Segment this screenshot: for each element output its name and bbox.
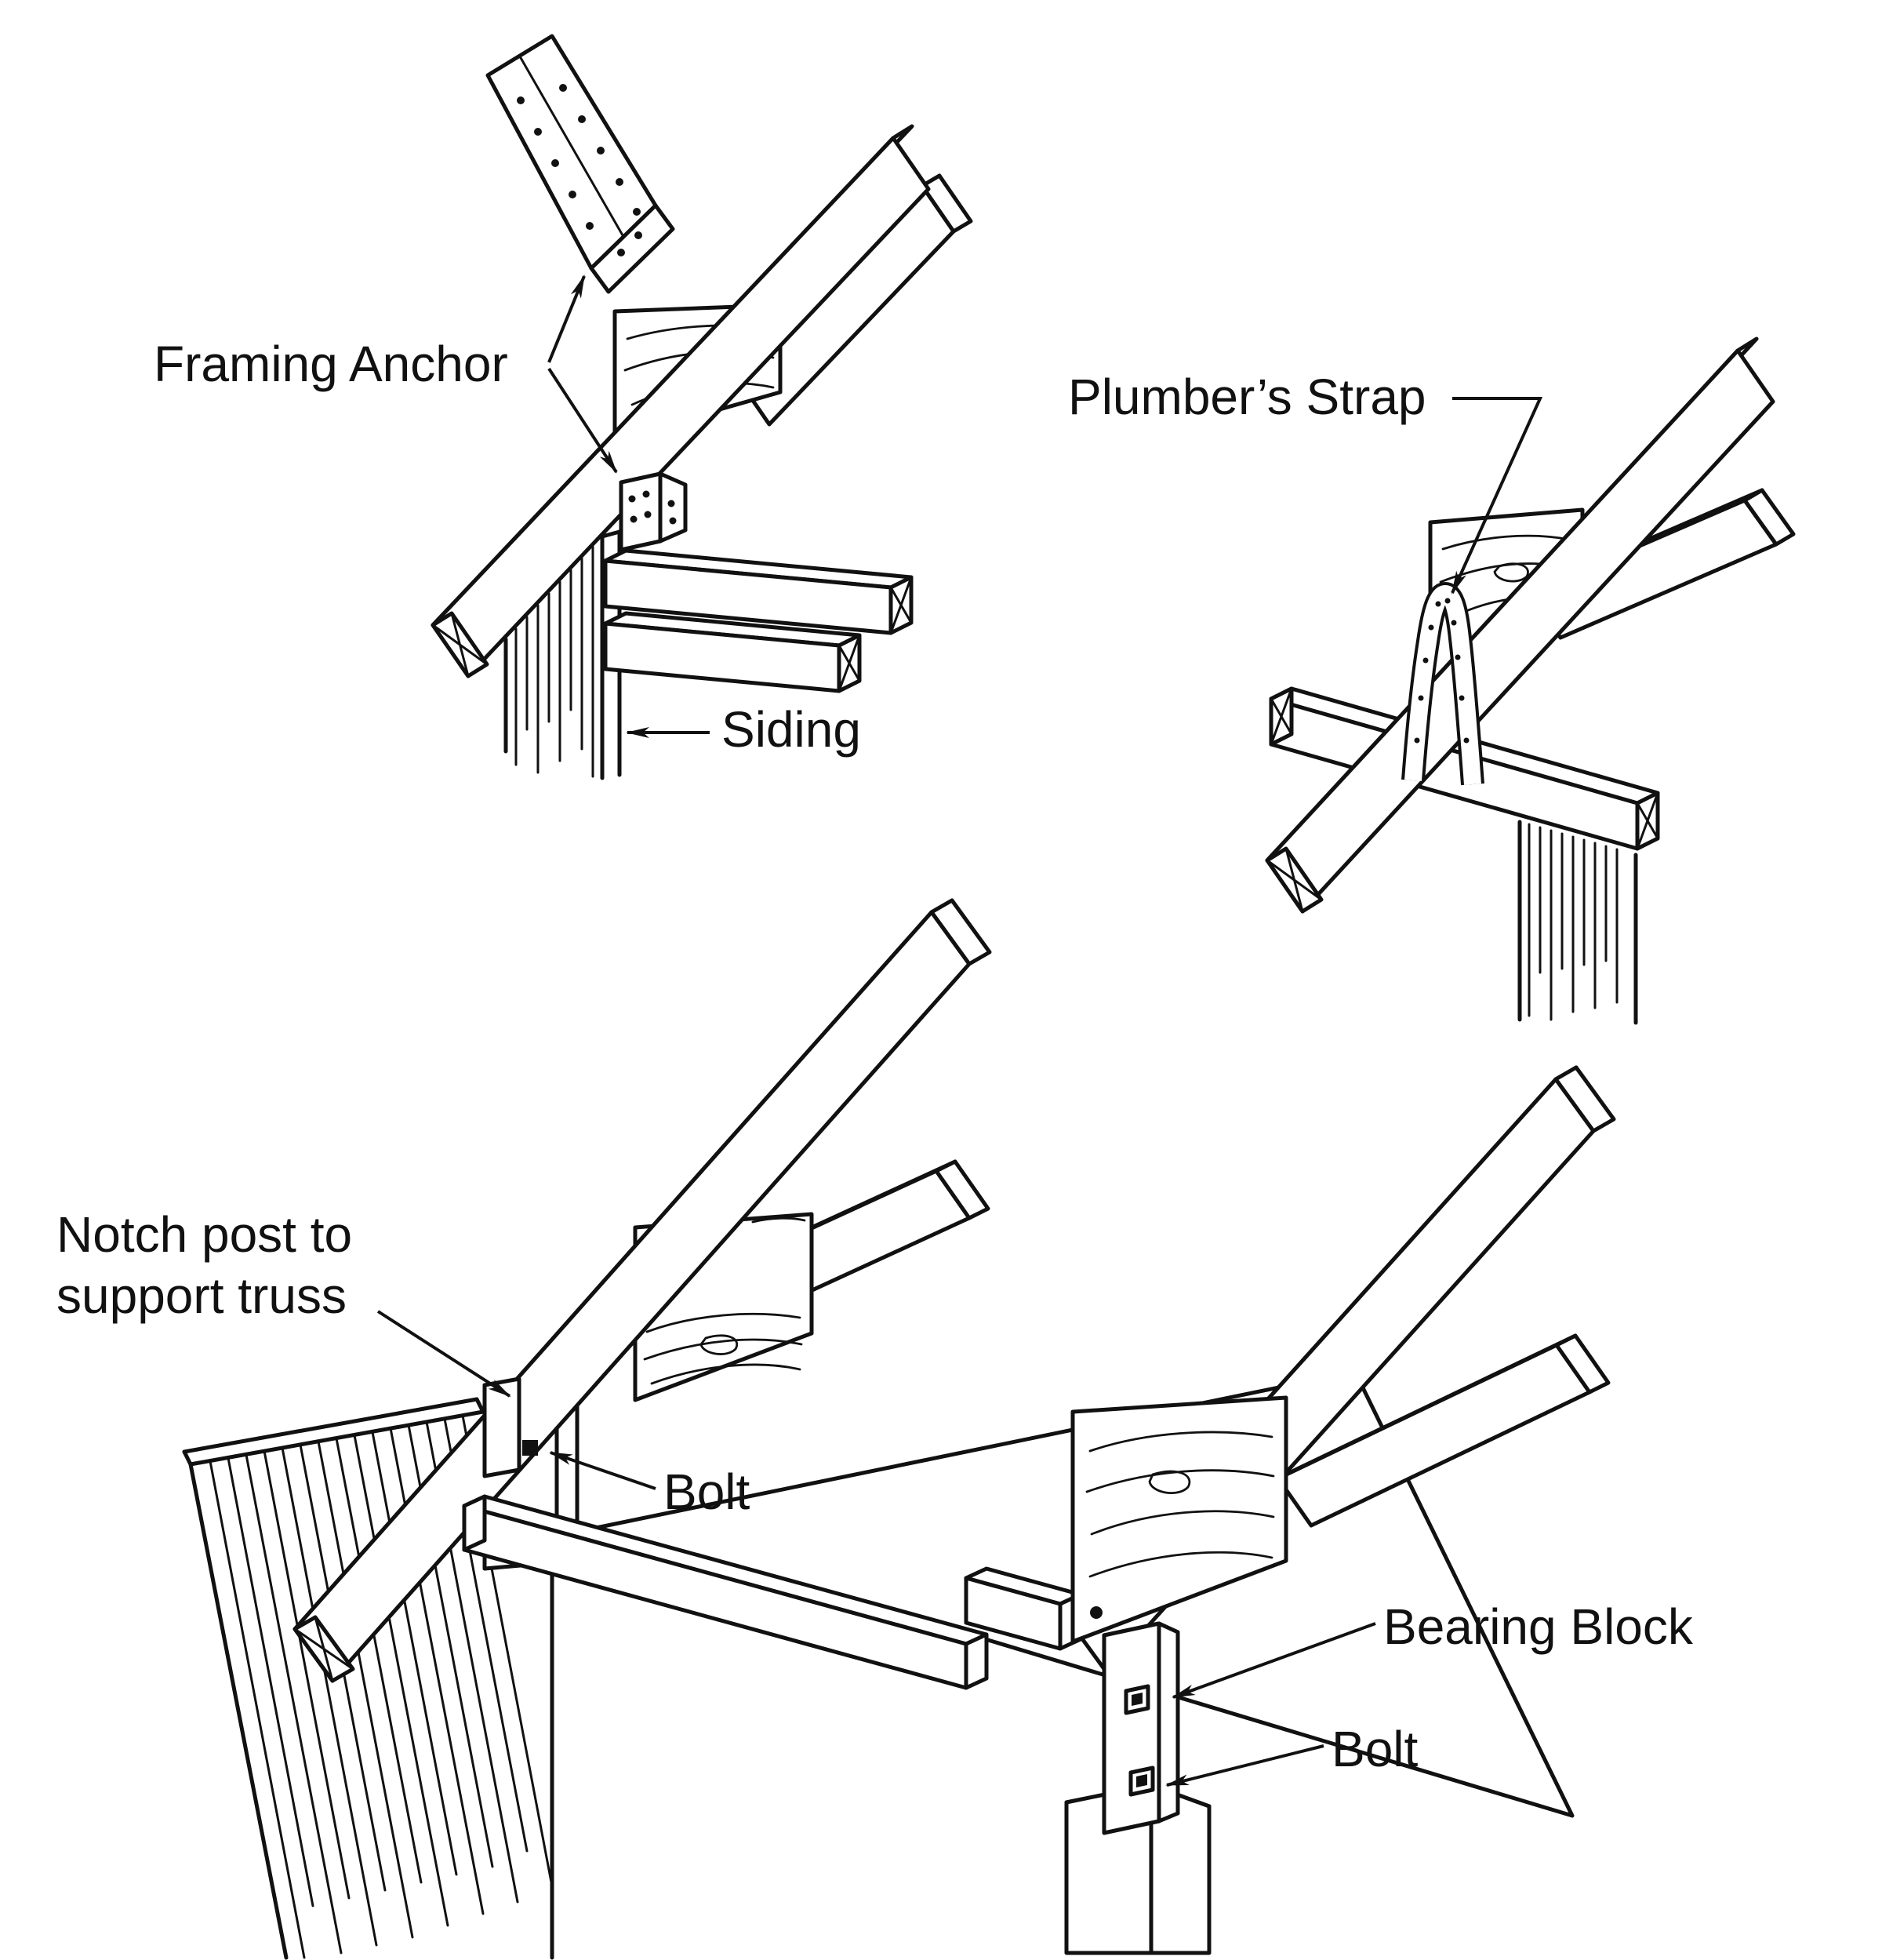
installed-framing-anchor bbox=[619, 471, 688, 552]
siding-wall bbox=[1517, 820, 1638, 1025]
bearing-block-bolt-lower bbox=[1128, 1765, 1155, 1797]
ceiling-joist-lower bbox=[603, 611, 862, 693]
siding-hatch-lines bbox=[514, 545, 594, 778]
rafter bbox=[431, 124, 931, 678]
leader-plumbers-strap bbox=[1451, 397, 1543, 595]
siding-hatch-lines bbox=[1528, 823, 1619, 1021]
bearing-block-bolt-upper bbox=[1124, 1684, 1150, 1715]
bolt-bearing-block-label: Bolt bbox=[1332, 1721, 1419, 1777]
rafter bbox=[1265, 336, 1775, 914]
gusset-plate-right bbox=[1070, 1395, 1288, 1644]
strap-perforations bbox=[1414, 598, 1470, 744]
leader-bolt-bearing-block bbox=[1165, 1744, 1324, 1787]
leader-notch-post bbox=[376, 1310, 511, 1398]
bearing-block bbox=[1102, 1621, 1180, 1835]
notch-post-label-line1: Notch post to bbox=[56, 1206, 352, 1263]
nail-holes bbox=[517, 84, 642, 256]
leader-framing-anchor-installed bbox=[547, 367, 618, 474]
plumbers-strap-label: Plumber’s Strap bbox=[1068, 369, 1426, 425]
bolt-post-label: Bolt bbox=[663, 1464, 750, 1520]
bearing-block-label: Bearing Block bbox=[1383, 1598, 1694, 1655]
truss-top-chord bbox=[292, 898, 992, 1683]
lookout-beam-right bbox=[1276, 1333, 1611, 1528]
post-bolt-head bbox=[522, 1440, 538, 1456]
plumbers-strap bbox=[1401, 581, 1484, 786]
framing-anchor-label: Framing Anchor bbox=[154, 336, 508, 392]
leader-bearing-block bbox=[1172, 1622, 1376, 1699]
ceiling-joist-upper bbox=[603, 548, 914, 635]
exploded-framing-anchor-plate bbox=[485, 34, 675, 294]
gusset-bolt-head bbox=[1090, 1606, 1103, 1619]
leader-framing-anchor-plate bbox=[547, 275, 586, 363]
figure-plumbers-strap: Plumber’s Strap bbox=[1068, 336, 1796, 1025]
siding-label: Siding bbox=[721, 701, 861, 758]
girder-beam bbox=[462, 1494, 989, 1690]
figure-notched-post-truss: Notch post to support truss Bolt Bearing… bbox=[56, 898, 1694, 1960]
notch-post-label-line2: support truss bbox=[56, 1267, 347, 1324]
figure-framing-anchor: Framing Anchor Siding bbox=[154, 34, 973, 780]
leader-bolt-post bbox=[549, 1451, 656, 1490]
post-notch-lip bbox=[482, 1376, 521, 1478]
